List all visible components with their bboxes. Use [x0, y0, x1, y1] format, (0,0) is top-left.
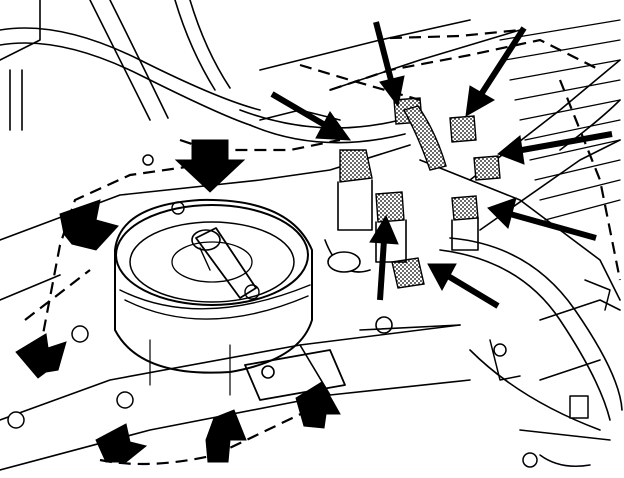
- arrow-3: [465, 26, 527, 117]
- bolts: [7, 154, 538, 468]
- injector-bodies: [324, 179, 479, 334]
- arrow-1: [270, 91, 352, 141]
- injector-nut: [339, 97, 501, 289]
- arrow-9: [59, 199, 119, 251]
- arrow-12: [205, 409, 247, 463]
- arrow-4: [497, 131, 613, 165]
- arrow-11: [95, 423, 148, 463]
- pointer-arrows: [15, 21, 613, 463]
- fuel-line: [0, 0, 623, 431]
- distributor-clamp: [244, 349, 346, 401]
- rotor: [191, 227, 257, 299]
- distributor-cap: [114, 198, 313, 396]
- arrow-8: [174, 139, 246, 193]
- arrow-6: [427, 263, 500, 309]
- arrow-2: [373, 21, 405, 108]
- arrow-5: [487, 197, 597, 241]
- arrow-10: [15, 333, 67, 379]
- arrow-13: [295, 381, 341, 429]
- lower-right-fittings: [489, 279, 611, 467]
- radiator-fins: [499, 19, 621, 221]
- engine-block: [0, 19, 621, 471]
- arrow-7: [369, 214, 399, 301]
